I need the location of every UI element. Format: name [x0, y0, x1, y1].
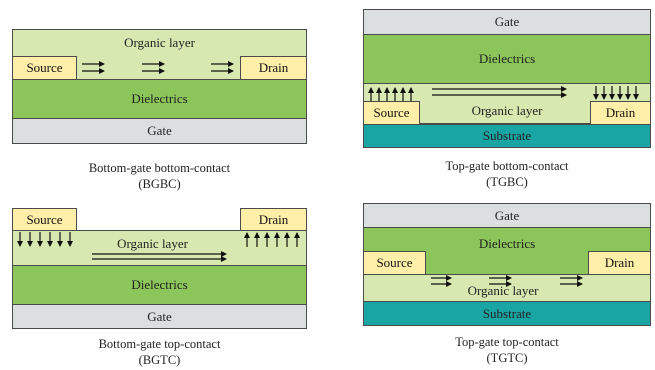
- tgbc-drain: Drain: [590, 101, 651, 125]
- tgbc-flow-arrows: [432, 86, 567, 98]
- bgbc-gate: Gate: [12, 118, 307, 144]
- bgbc-organic-label: Organic layer: [124, 35, 195, 50]
- bgbc-caption: Bottom-gate bottom-contact (BGBC): [88, 161, 231, 191]
- bgbc-source: Source: [12, 56, 77, 80]
- bgtc-panel: Organic layer Source Drain Dielectrics G…: [0, 0, 320, 370]
- tgbc-organic-label: Organic layer: [471, 103, 543, 118]
- bgtc-drain: Drain: [240, 208, 307, 231]
- tgbc-caption: Top-gate bottom-contact (TGBC): [445, 159, 569, 189]
- tgtc-caption: Top-gate top-contact (TGTC): [455, 335, 559, 365]
- tgtc-drain: Drain: [588, 251, 651, 275]
- bgtc-up-arrows: [244, 232, 300, 247]
- bgbc-panel: Organic layer Source Drain Dielectrics G…: [0, 0, 320, 191]
- tgtc-gate: Gate: [363, 203, 651, 228]
- tgbc-up-arrows: [368, 87, 414, 101]
- tgbc-panel: Gate Dielectrics Organic layer Source Dr…: [363, 9, 651, 189]
- tgbc-down-arrows: [593, 86, 639, 100]
- bgbc-drain: Drain: [240, 56, 307, 80]
- tgbc-substrate: Substrate: [363, 124, 651, 148]
- bgtc-source: Source: [12, 208, 77, 231]
- tgtc-organic-label: Organic layer: [467, 283, 539, 298]
- tgbc-source: Source: [363, 101, 420, 125]
- bgtc-organic-label: Organic layer: [117, 236, 188, 251]
- bgtc-gate: Gate: [12, 304, 307, 329]
- bgtc-caption: Bottom-gate top-contact (BGTC): [98, 337, 221, 367]
- tgtc-flow-arrows: [431, 275, 583, 287]
- bgtc-down-arrows: [17, 232, 73, 247]
- bgtc-flow-arrows: [92, 251, 227, 262]
- tgtc-source: Source: [363, 251, 426, 275]
- tgbc-dielectrics: Dielectrics: [363, 34, 651, 84]
- tgtc-substrate: Substrate: [363, 301, 651, 326]
- bgbc-flow-arrows: [82, 61, 234, 74]
